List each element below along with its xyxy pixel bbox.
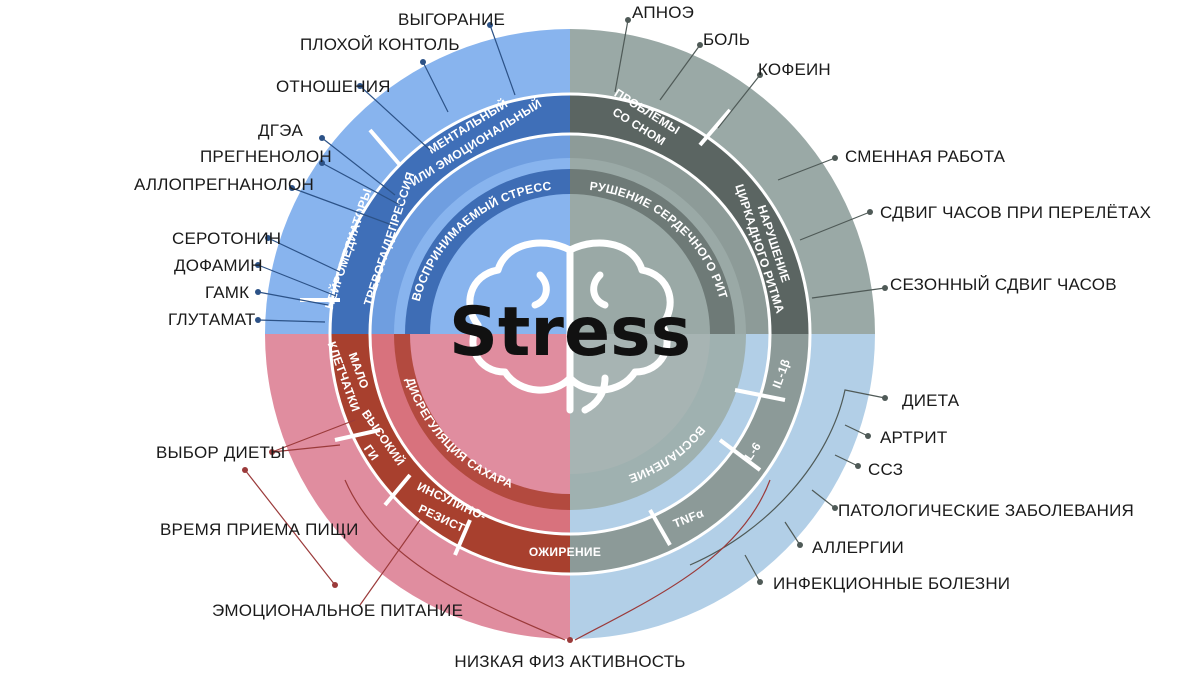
- labels-top-left: ВЫГОРАНИЕ ПЛОХОЙ КОНТОЛЬ ОТНОШЕНИЯ ДГЭА …: [134, 10, 505, 329]
- labels-top-right: АПНОЭ БОЛЬ КОФЕИН СМЕННАЯ РАБОТА СДВИГ Ч…: [632, 3, 1151, 294]
- leader-dots-bottom-right: [757, 395, 888, 585]
- label-pain: БОЛЬ: [703, 30, 750, 49]
- leader-lines-top-right: [614, 19, 886, 299]
- label-low-physical-activity: НИЗКАЯ ФИЗ АКТИВНОСТЬ: [454, 652, 685, 671]
- leader-lines-bottom-left: [244, 419, 771, 641]
- label-diet-choice: ВЫБОР ДИЕТЫ: [156, 443, 285, 462]
- label-emotional-eating: ЭМОЦИОНАЛЬНОЕ ПИТАНИЕ: [212, 601, 463, 620]
- segment-dividers: [300, 108, 786, 556]
- ring-separators: [328, 92, 812, 576]
- label-pregnenolone: ПРЕГНЕНОЛОН: [200, 147, 332, 166]
- label-burnout: ВЫГОРАНИЕ: [398, 10, 505, 29]
- label-glutamate: ГЛУТАМАТ: [168, 310, 256, 329]
- leader-dots-top-right: [625, 17, 888, 291]
- label-shift-work: СМЕННАЯ РАБОТА: [845, 147, 1006, 166]
- label-jet-lag: СДВИГ ЧАСОВ ПРИ ПЕРЕЛЁТАХ: [880, 203, 1151, 222]
- label-meal-timing: ВРЕМЯ ПРИЕМА ПИЩИ: [160, 520, 359, 539]
- leader-lines-top-left: [257, 24, 516, 323]
- label-dhea: ДГЭА: [258, 121, 304, 140]
- label-cvd: ССЗ: [868, 460, 903, 479]
- leader-dots-bottom-left: [242, 449, 573, 643]
- brain-icon: [466, 239, 674, 414]
- labels-bottom-right: ДИЕТА АРТРИТ ССЗ ПАТОЛОГИЧЕСКИЕ ЗАБОЛЕВА…: [773, 391, 1134, 593]
- label-caffeine: КОФЕИН: [758, 60, 831, 79]
- leader-dots-top-left: [255, 22, 493, 323]
- center-title: Stress: [449, 293, 691, 372]
- label-poor-control: ПЛОХОЙ КОНТОЛЬ: [300, 35, 460, 54]
- label-dopamine: ДОФАМИН: [174, 256, 263, 275]
- label-serotonin: СЕРОТОНИН: [172, 229, 281, 248]
- label-arthritis: АРТРИТ: [880, 428, 947, 447]
- label-allopregnanolone: АЛЛОПРЕГНАНОЛОН: [134, 175, 314, 194]
- label-diet: ДИЕТА: [902, 391, 960, 410]
- label-allergies: АЛЛЕРГИИ: [812, 538, 904, 557]
- label-gaba: ГАМК: [205, 283, 249, 302]
- labels-bottom-left: ВЫБОР ДИЕТЫ ВРЕМЯ ПРИЕМА ПИЩИ ЭМОЦИОНАЛЬ…: [156, 443, 463, 620]
- label-pathological-diseases: ПАТОЛОГИЧЕСКИЕ ЗАБОЛЕВАНИЯ: [838, 501, 1134, 520]
- label-apnea: АПНОЭ: [632, 3, 694, 22]
- band-label-obesity: ОЖИРЕНИЕ: [529, 545, 601, 559]
- label-seasonal-shift: СЕЗОННЫЙ СДВИГ ЧАСОВ: [890, 275, 1117, 294]
- label-relationships: ОТНОШЕНИЯ: [276, 77, 391, 96]
- label-infectious-diseases: ИНФЕКЦИОННЫЕ БОЛЕЗНИ: [773, 574, 1010, 593]
